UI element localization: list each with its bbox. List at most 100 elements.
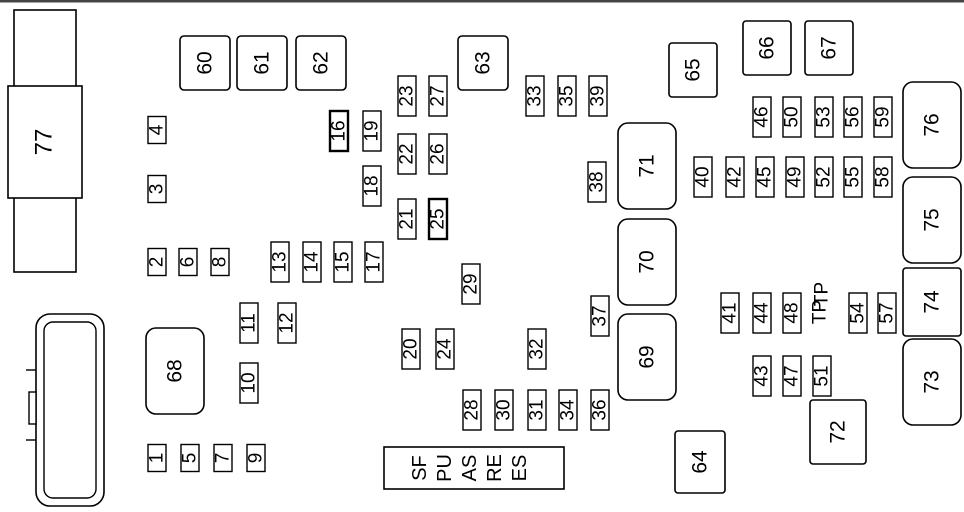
fuse-outline [401,328,421,370]
test-point-label: TP [810,300,831,324]
relay-label: 77 [31,129,58,156]
fuse-outline [147,443,167,473]
test-point: TP [810,300,831,324]
fuse-54: 54 [848,292,869,334]
fuse-outline [427,197,449,241]
fuse-41: 41 [720,292,741,334]
fuse-43: 43 [752,355,773,397]
fuse-label: 48 [782,302,803,323]
fuse-outline [302,241,322,283]
fuse-outline [720,292,740,334]
fuse-label: 49 [785,166,806,187]
fuse-label: 58 [873,166,894,187]
fuse-59: 59 [873,96,894,138]
fuse-19: 19 [362,110,383,152]
fuse-outline [213,443,233,473]
fuse-outline [527,328,547,370]
relay-outline [295,35,347,91]
fuse-label: 8 [210,257,231,268]
relay-64: 64 [674,430,726,494]
relay-outline [809,399,867,465]
test-point-label: TP [812,282,833,306]
relay-label: 63 [472,51,495,74]
fuse-outline [725,156,745,198]
fuse-45: 45 [755,156,776,198]
relay-label: 76 [921,113,944,136]
fuse-outline [843,156,863,198]
fuse-outline [239,302,259,344]
fuse-44: 44 [752,292,773,334]
fuse-outline [461,263,481,305]
fuse-13: 13 [270,241,291,283]
fuse-outline [814,96,834,138]
fuse-label: 1 [147,453,168,464]
relay-61: 61 [236,35,288,91]
fuse-label: 7 [213,453,234,464]
fuse-outline [147,174,167,204]
relay-outline [617,122,677,210]
fuse-label: 29 [461,273,482,294]
fuse-58: 58 [873,156,894,198]
fuse-outline [873,96,893,138]
fuse-52: 52 [814,156,835,198]
fuse-23: 23 [397,75,418,117]
relay-62: 62 [295,35,347,91]
fuse-label: 57 [877,302,898,323]
relay-outline [617,313,677,401]
relay-label: 61 [251,51,274,74]
fuse-outline [462,389,482,431]
fuse-56: 56 [843,96,864,138]
fuse-35: 35 [557,75,578,117]
fuse-label: 44 [752,302,773,324]
fuse-outline [364,241,384,283]
fuse-label: 47 [782,365,803,386]
fuse-label: 51 [812,365,833,386]
fuse-outline [873,156,893,198]
fuse-label: 3 [147,184,168,195]
relay-label: 75 [921,208,944,231]
fuse-26: 26 [428,133,449,175]
fuse-3: 3 [147,174,168,204]
relay-76: 76 [902,81,962,169]
fuse-38: 38 [587,161,608,203]
spare-label: SF [409,455,431,481]
relay-outline [236,35,288,91]
spare-label: PU [434,454,456,482]
fuse-label: 45 [755,166,776,187]
relay-71: 71 [617,122,677,210]
fuse-label: 52 [814,166,835,187]
fuse-label: 33 [525,85,546,106]
fuse-40: 40 [693,156,714,198]
fuse-33: 33 [525,75,546,117]
fuse-label: 19 [362,120,383,141]
fuse-outline [782,292,802,334]
fuse-label: 25 [428,208,449,229]
relay-outline [674,430,726,494]
fuse-label: 18 [362,175,383,196]
relay-outline [902,267,962,337]
fuse-outline [147,115,167,145]
relay-66: 66 [742,20,792,76]
fuse-20: 20 [401,328,422,370]
relay-65: 65 [668,42,718,98]
fuse-32: 32 [527,328,548,370]
spare-label: ES [509,455,531,482]
fuse-14: 14 [302,241,323,283]
fuse-label: 43 [752,365,773,386]
fuse-34: 34 [558,389,579,431]
fuse-outline [246,443,266,473]
fuse-39: 39 [588,75,609,117]
fuse-outline [397,75,417,117]
fuse-label: 35 [557,85,578,106]
fuse-51: 51 [812,355,833,397]
fuse-label: 20 [401,338,422,359]
fuse-2: 2 [147,247,168,277]
relay-67: 67 [804,20,854,76]
fuse-outline [590,389,610,431]
fuse-label: 24 [435,338,456,360]
fuse-9: 9 [246,443,267,473]
fuse-outline [782,355,802,397]
fuse-label: 2 [147,257,168,268]
fuse-15: 15 [333,241,354,283]
fuse-label: 9 [246,453,267,464]
